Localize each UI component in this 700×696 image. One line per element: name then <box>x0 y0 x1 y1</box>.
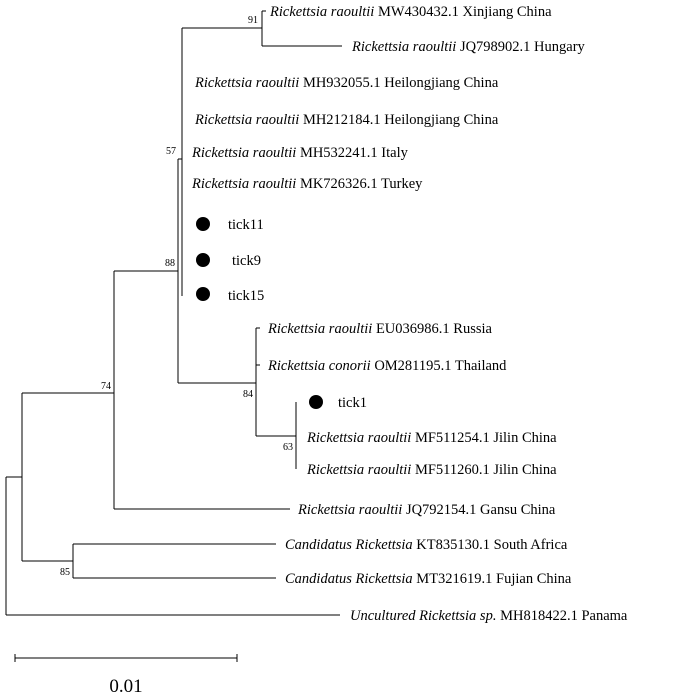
taxon-label: Uncultured Rickettsia sp. MH818422.1 Pan… <box>350 608 628 624</box>
sample-marker-dot <box>196 217 210 231</box>
sample-marker-dot <box>309 395 323 409</box>
taxon-label: Candidatus Rickettsia KT835130.1 South A… <box>285 537 568 553</box>
bootstrap-values: 91 57 88 84 63 74 85 <box>60 15 293 578</box>
bootstrap-57: 57 <box>166 146 176 157</box>
sample-label: tick15 <box>228 288 264 304</box>
taxon-label: Rickettsia raoultii MH932055.1 Heilongji… <box>194 75 499 91</box>
scale-bar-label: 0.01 <box>109 676 142 696</box>
taxon-label: Rickettsia raoultii JQ798902.1 Hungary <box>351 39 586 55</box>
bootstrap-88: 88 <box>165 258 175 269</box>
sample-label: tick9 <box>232 253 261 269</box>
bootstrap-85: 85 <box>60 567 70 578</box>
tree-branches <box>5 10 342 616</box>
sample-marker-dot <box>196 253 210 267</box>
bootstrap-84: 84 <box>243 389 253 400</box>
taxon-label: Rickettsia conorii OM281195.1 Thailand <box>267 358 507 374</box>
taxon-label: Rickettsia raoultii MH532241.1 Italy <box>191 145 409 161</box>
taxon-labels: Rickettsia raoultii MW430432.1 Xinjiang … <box>191 4 628 624</box>
sample-label: tick1 <box>338 395 367 411</box>
taxon-label: Rickettsia raoultii MK726326.1 Turkey <box>191 176 423 192</box>
taxon-label: Rickettsia raoultii MH212184.1 Heilongji… <box>194 112 499 128</box>
taxon-label: Rickettsia raoultii MF511254.1 Jilin Chi… <box>306 430 557 446</box>
taxon-label: Rickettsia raoultii MW430432.1 Xinjiang … <box>269 4 552 20</box>
taxon-label: Rickettsia raoultii JQ792154.1 Gansu Chi… <box>297 502 556 518</box>
bootstrap-91: 91 <box>248 15 258 26</box>
taxon-label: Candidatus Rickettsia MT321619.1 Fujian … <box>285 571 572 587</box>
taxon-label: Rickettsia raoultii MF511260.1 Jilin Chi… <box>306 462 557 478</box>
bootstrap-74: 74 <box>101 381 111 392</box>
taxon-label: Rickettsia raoultii EU036986.1 Russia <box>267 321 493 337</box>
sample-marker-dot <box>196 287 210 301</box>
sample-label: tick11 <box>228 217 264 233</box>
scale-bar: 0.01 <box>14 654 238 696</box>
bootstrap-63: 63 <box>283 442 293 453</box>
